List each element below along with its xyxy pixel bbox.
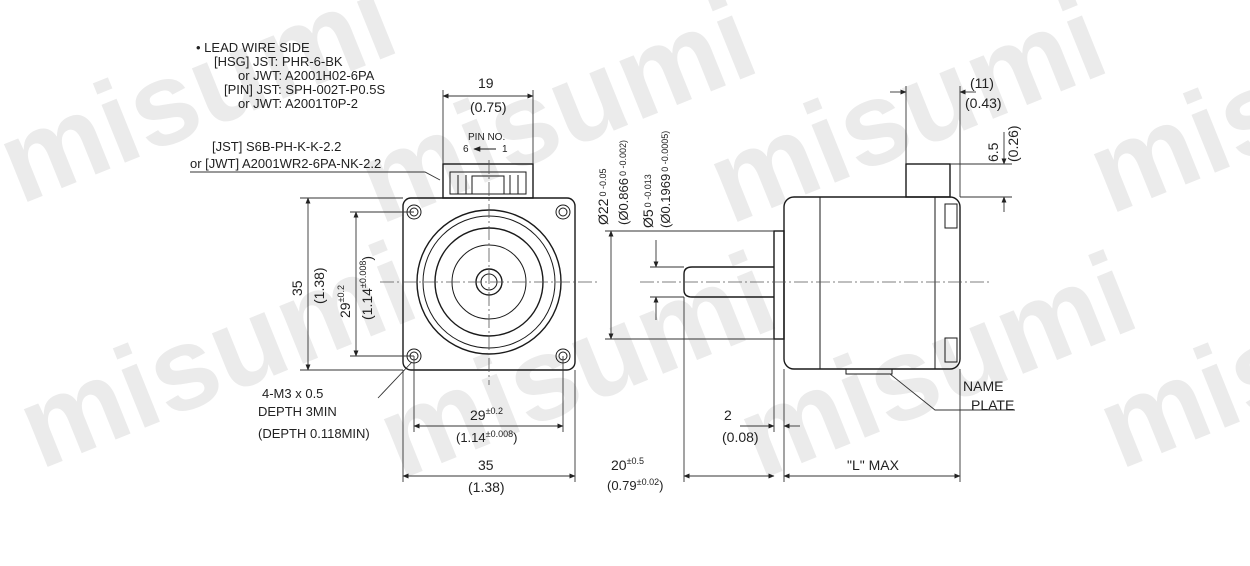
front-view: PIN NO. 6 1 19 (0.75) 35 (1.38) 2: [258, 75, 600, 495]
svg-text:Ø50 -0.013: Ø50 -0.013: [640, 174, 656, 228]
svg-text:(11): (11): [970, 75, 994, 91]
svg-text:35: 35: [478, 457, 494, 473]
svg-text:6.5: 6.5: [985, 142, 1001, 162]
svg-text:35: 35: [289, 280, 305, 296]
svg-text:PIN NO.: PIN NO.: [468, 132, 505, 143]
svg-text:29±0.2: 29±0.2: [336, 285, 353, 318]
svg-text:"L" MAX: "L" MAX: [847, 457, 900, 473]
svg-text:(0.43): (0.43): [965, 95, 1002, 111]
svg-text:(Ø0.8660 -0.002): (Ø0.8660 -0.002): [616, 140, 631, 225]
svg-text:Ø220 -0.05: Ø220 -0.05: [595, 169, 611, 226]
svg-text:1: 1: [502, 144, 508, 155]
svg-text:(1.38): (1.38): [311, 267, 327, 304]
svg-text:misumi: misumi: [690, 0, 1122, 249]
svg-text:or [JWT] A2001WR2-6PA-NK-2.2: or [JWT] A2001WR2-6PA-NK-2.2: [190, 156, 381, 171]
lead-wire-info: • LEAD WIRE SIDE [HSG] JST: PHR-6-BK or …: [196, 40, 385, 111]
svg-text:[JST] S6B-PH-K-K-2.2: [JST] S6B-PH-K-K-2.2: [212, 139, 341, 154]
side-view: Ø220 -0.05 (Ø0.8660 -0.002) Ø50 -0.013 (…: [595, 75, 1021, 493]
svg-text:4-M3 x 0.5: 4-M3 x 0.5: [262, 386, 323, 401]
svg-text:19: 19: [478, 75, 494, 91]
watermark: misumi misumi misumi misumi misumi misum…: [0, 0, 1250, 504]
svg-text:misumi: misumi: [0, 0, 413, 229]
svg-text:misumi: misumi: [360, 227, 792, 504]
svg-text:or JWT: A2001H02-6PA: or JWT: A2001H02-6PA: [238, 68, 375, 83]
svg-text:[HSG] JST: PHR-6-BK: [HSG] JST: PHR-6-BK: [214, 54, 343, 69]
svg-text:29±0.2: 29±0.2: [470, 406, 503, 423]
svg-text:(DEPTH 0.118MIN): (DEPTH 0.118MIN): [258, 426, 370, 441]
svg-text:or JWT: A2001T0P-2: or JWT: A2001T0P-2: [238, 96, 358, 111]
svg-text:(1.38): (1.38): [468, 479, 505, 495]
svg-text:20±0.5: 20±0.5: [611, 456, 644, 473]
connector-info: [JST] S6B-PH-K-K-2.2 or [JWT] A2001WR2-6…: [190, 139, 441, 181]
svg-text:NAME: NAME: [963, 378, 1003, 394]
svg-text:6: 6: [463, 144, 469, 155]
svg-text:DEPTH 3MIN: DEPTH 3MIN: [258, 404, 337, 419]
svg-text:(1.14±0.008): (1.14±0.008): [358, 256, 375, 320]
svg-text:(Ø0.19690 -0.0005): (Ø0.19690 -0.0005): [658, 131, 673, 228]
svg-text:[PIN] JST: SPH-002T-P0.5S: [PIN] JST: SPH-002T-P0.5S: [224, 82, 385, 97]
svg-text:misumi: misumi: [720, 227, 1152, 504]
svg-text:(0.75): (0.75): [470, 99, 507, 115]
svg-text:(1.14±0.008): (1.14±0.008): [456, 429, 517, 445]
svg-text:(0.08): (0.08): [722, 429, 759, 445]
svg-text:PLATE: PLATE: [971, 397, 1014, 413]
svg-text:2: 2: [724, 407, 732, 423]
svg-text:(0.26): (0.26): [1005, 125, 1021, 162]
lead-wire-title: • LEAD WIRE SIDE: [196, 40, 310, 55]
svg-text:(0.79±0.02): (0.79±0.02): [607, 477, 663, 493]
